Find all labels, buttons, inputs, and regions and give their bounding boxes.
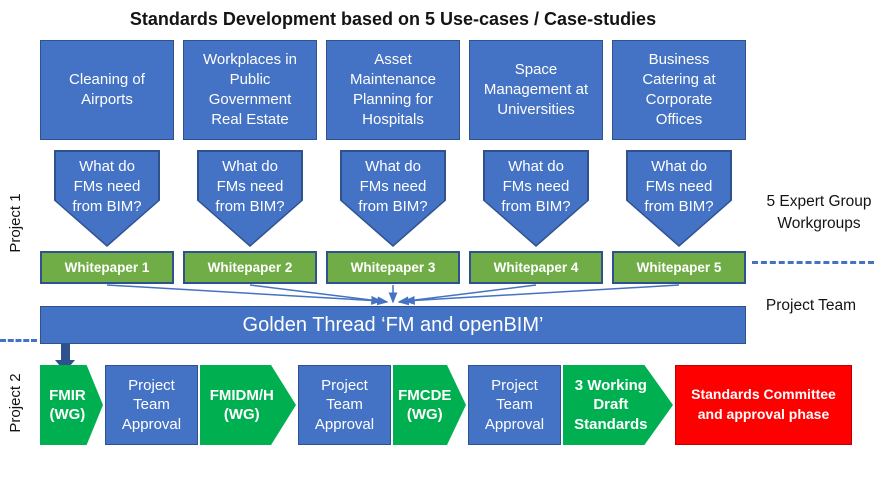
question-shape-1: What do FMs need from BIM? <box>54 150 160 247</box>
question-cell-1: What do FMs need from BIM? <box>40 150 174 247</box>
process-step-draft-standards: 3 Working Draft Standards <box>563 365 673 445</box>
golden-thread-bar: Golden Thread ‘FM and openBIM’ <box>40 306 746 344</box>
process-step-approval-2: Project Team Approval <box>298 365 391 445</box>
expert-groups-label: 5 Expert Group Workgroups <box>766 193 872 233</box>
question-shape-3: What do FMs need from BIM? <box>340 150 446 247</box>
process-step-label: FMIR (WG) <box>49 386 86 424</box>
question-label-2: What do FMs need from BIM? <box>215 158 285 215</box>
question-shape-4: What do FMs need from BIM? <box>483 150 589 247</box>
project2-label: Project 2 <box>7 373 24 433</box>
diagram-title: Standards Development based on 5 Use-cas… <box>129 9 657 29</box>
process-step-approval-3: Project Team Approval <box>468 365 561 445</box>
process-row: FMIR (WG) Project Team Approval FMIDM/H … <box>40 365 852 445</box>
question-shape-5: What do FMs need from BIM? <box>626 150 732 247</box>
process-step-standards-committee: Standards Committee and approval phase <box>675 365 852 445</box>
question-row: What do FMs need from BIM? What do FMs n… <box>40 150 746 247</box>
project1-label: Project 1 <box>7 193 24 253</box>
question-shape-2: What do FMs need from BIM? <box>197 150 303 247</box>
use-case-box-4: Space Management at Universities <box>469 40 603 140</box>
process-step-fmir: FMIR (WG) <box>40 365 103 445</box>
use-case-box-3: Asset Maintenance Planning for Hospitals <box>326 40 460 140</box>
question-cell-2: What do FMs need from BIM? <box>183 150 317 247</box>
whitepaper-row: Whitepaper 1 Whitepaper 2 Whitepaper 3 W… <box>40 251 746 284</box>
question-label-1: What do FMs need from BIM? <box>72 158 142 215</box>
whitepaper-box-5: Whitepaper 5 <box>612 251 746 284</box>
use-case-label-5: Business Catering at Corporate Offices <box>642 51 716 128</box>
process-step-label: FMIDM/H (WG) <box>209 386 274 424</box>
project-boundary-dash-right <box>752 261 874 264</box>
use-case-label-2: Workplaces in Public Government Real Est… <box>203 51 297 128</box>
whitepaper-box-2: Whitepaper 2 <box>183 251 317 284</box>
use-case-label-4: Space Management at Universities <box>483 61 589 118</box>
use-case-label-3: Asset Maintenance Planning for Hospitals <box>350 51 436 128</box>
down-arrow <box>61 344 70 361</box>
question-cell-3: What do FMs need from BIM? <box>326 150 460 247</box>
process-step-approval-1: Project Team Approval <box>105 365 198 445</box>
process-step-label: FMCDE (WG) <box>398 386 452 424</box>
use-case-box-2: Workplaces in Public Government Real Est… <box>183 40 317 140</box>
whitepaper-box-1: Whitepaper 1 <box>40 251 174 284</box>
question-label-4: What do FMs need from BIM? <box>501 158 571 215</box>
use-case-label-1: Cleaning of Airports <box>69 71 145 108</box>
use-case-row: Cleaning of Airports Workplaces in Publi… <box>40 40 746 140</box>
whitepaper-box-4: Whitepaper 4 <box>469 251 603 284</box>
question-cell-5: What do FMs need from BIM? <box>612 150 746 247</box>
process-step-fmidm: FMIDM/H (WG) <box>200 365 296 445</box>
question-cell-4: What do FMs need from BIM? <box>469 150 603 247</box>
use-case-box-1: Cleaning of Airports <box>40 40 174 140</box>
question-label-5: What do FMs need from BIM? <box>644 158 714 215</box>
process-step-fmcde: FMCDE (WG) <box>393 365 466 445</box>
whitepaper-box-3: Whitepaper 3 <box>326 251 460 284</box>
project-boundary-dash-left <box>0 339 37 342</box>
process-step-label: 3 Working Draft Standards <box>574 376 648 433</box>
project-team-label: Project Team <box>765 297 857 314</box>
question-label-3: What do FMs need from BIM? <box>358 158 428 215</box>
use-case-box-5: Business Catering at Corporate Offices <box>612 40 746 140</box>
